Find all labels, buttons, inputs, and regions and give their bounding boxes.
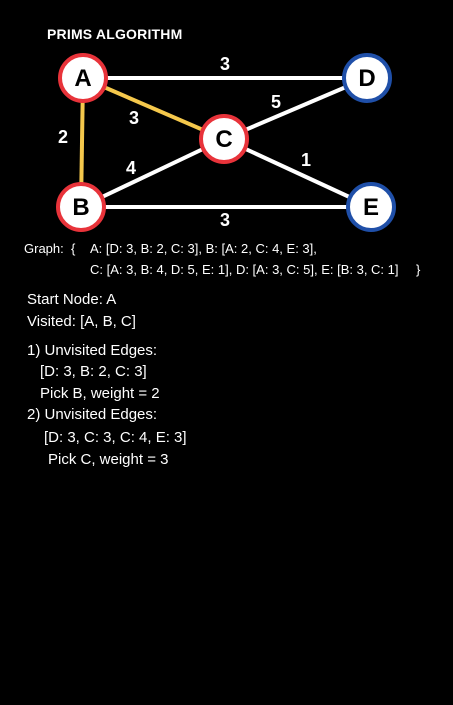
node-circle-a bbox=[58, 53, 108, 103]
node-b: B bbox=[56, 182, 106, 232]
edge-weight-a-c: 3 bbox=[129, 108, 139, 128]
node-circle-e bbox=[346, 182, 396, 232]
node-circle-d bbox=[342, 53, 392, 103]
step2-edges: [D: 3, C: 3, C: 4, E: 3] bbox=[44, 429, 187, 446]
step2-pick: Pick C, weight = 3 bbox=[48, 451, 169, 468]
edge-weight-c-e: 1 bbox=[301, 150, 311, 170]
node-a: A bbox=[58, 53, 108, 103]
page-title: PRIMS ALGORITHM bbox=[47, 26, 183, 42]
step1-pick: Pick B, weight = 2 bbox=[40, 385, 160, 402]
node-e: E bbox=[346, 182, 396, 232]
nodes-layer: A B C D E bbox=[56, 53, 396, 232]
node-label-e: E bbox=[363, 194, 379, 221]
node-c: C bbox=[199, 114, 249, 164]
edge-weight-c-d: 5 bbox=[271, 92, 281, 112]
node-circle-c bbox=[199, 114, 249, 164]
edges-layer bbox=[79, 76, 372, 209]
node-circle-b bbox=[56, 182, 106, 232]
graph-diagram: 3 2 3 5 4 1 3 A B C D E bbox=[56, 53, 396, 232]
node-label-d: D bbox=[358, 65, 375, 92]
adjacency-line-1: A: [D: 3, B: 2, C: 3], B: [A: 2, C: 4, E… bbox=[90, 241, 317, 256]
node-label-a: A bbox=[74, 65, 91, 92]
edge-weight-a-b: 2 bbox=[58, 127, 68, 147]
edge-weight-a-d: 3 bbox=[220, 54, 230, 74]
step1-edges: [D: 3, B: 2, C: 3] bbox=[40, 363, 147, 380]
adjacency-suffix: } bbox=[416, 262, 421, 277]
adjacency-line-2: C: [A: 3, B: 4, D: 5, E: 1], D: [A: 3, C… bbox=[90, 262, 399, 277]
edge-c-e bbox=[223, 137, 372, 209]
start-node-text: Start Node: A bbox=[27, 291, 117, 308]
step1-title: 1) Unvisited Edges: bbox=[27, 342, 158, 359]
edge-weight-b-c: 4 bbox=[126, 158, 136, 178]
edge-a-c bbox=[82, 76, 225, 141]
node-label-c: C bbox=[215, 126, 232, 153]
edge-labels-layer: 3 2 3 5 4 1 3 bbox=[58, 54, 311, 230]
node-label-b: B bbox=[72, 194, 89, 221]
step2-title: 2) Unvisited Edges: bbox=[27, 406, 158, 423]
visited-text: Visited: [A, B, C] bbox=[27, 313, 136, 330]
edge-b-c bbox=[80, 137, 225, 209]
edge-weight-b-e: 3 bbox=[220, 210, 230, 230]
edge-c-d bbox=[223, 76, 368, 141]
adjacency-prefix: Graph: { bbox=[24, 241, 76, 256]
node-d: D bbox=[342, 53, 392, 103]
